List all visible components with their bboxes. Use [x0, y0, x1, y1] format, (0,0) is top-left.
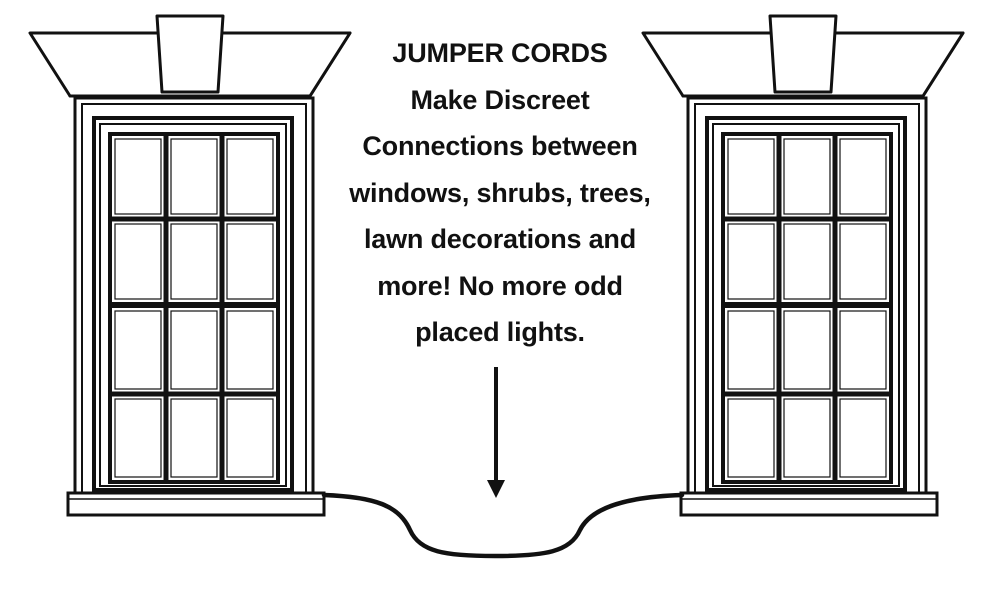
caption-line-2: Connections between [362, 131, 638, 161]
jumper-cord-icon [321, 492, 685, 559]
right-window-icon [641, 14, 965, 517]
caption-line-3: windows, shrubs, trees, [349, 177, 651, 208]
caption-line-6: placed lights. [415, 317, 585, 347]
caption-line-1: Make Discreet [410, 84, 590, 115]
caption-title: JUMPER CORDS [392, 38, 608, 68]
caption-line-4: lawn decorations and [363, 224, 637, 254]
caption-line-5: more! No more odd [377, 270, 623, 301]
arrow-down-icon [487, 367, 505, 498]
left-window-icon [28, 14, 352, 517]
caption: JUMPER CORDS Make Discreet Connections b… [318, 30, 682, 356]
